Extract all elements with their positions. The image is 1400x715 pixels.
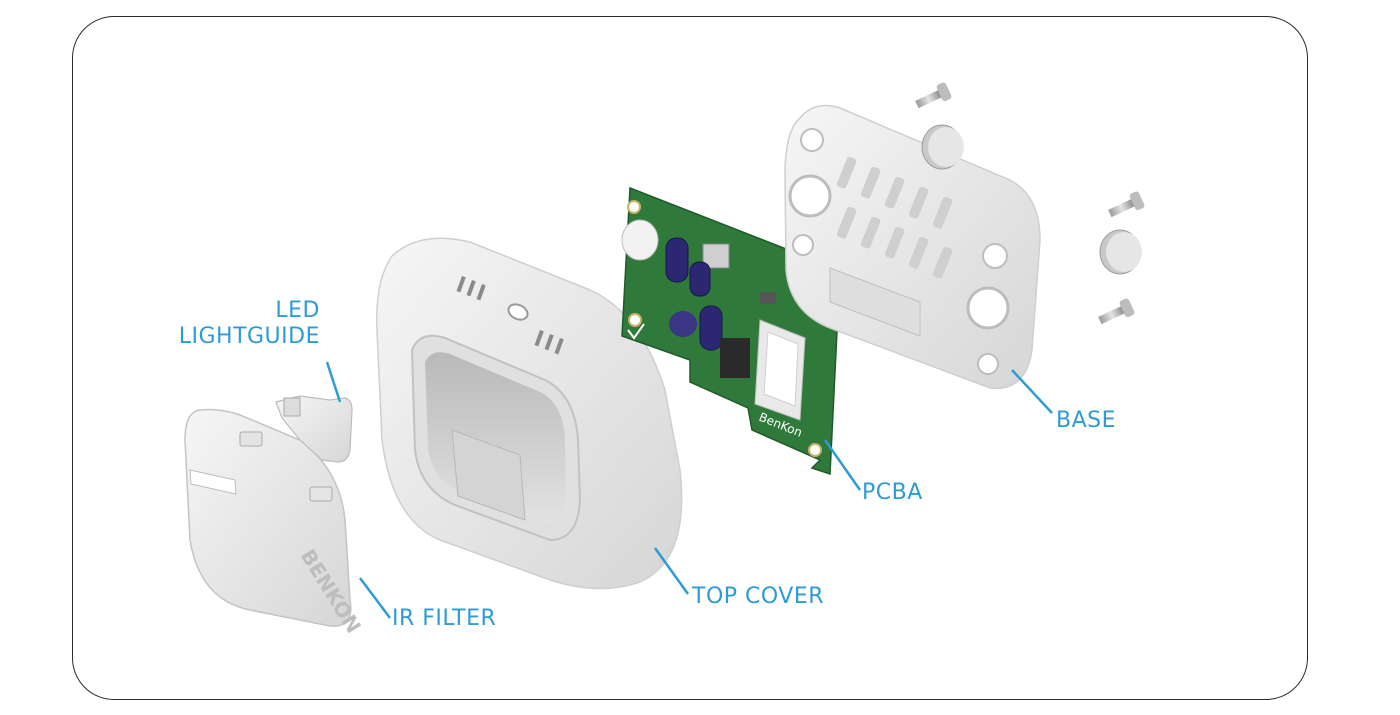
label-ir-filter: IR FILTER — [392, 606, 497, 631]
diagram-frame — [72, 16, 1308, 700]
label-base: BASE — [1056, 408, 1117, 433]
leader-top-cover — [653, 547, 690, 595]
leader-led-lightguide — [325, 361, 342, 403]
label-led-line1: LED — [275, 298, 320, 323]
led-lightguide-part — [275, 395, 353, 463]
screw-top — [915, 82, 952, 109]
magnet-top — [921, 124, 964, 170]
base-part — [784, 104, 1041, 390]
screw-bottom — [1098, 298, 1135, 325]
leader-pcba — [823, 439, 862, 491]
screw-middle — [1108, 191, 1145, 218]
leader-lines — [325, 361, 1053, 619]
label-pcba: PCBA — [862, 480, 923, 505]
leader-base — [1011, 369, 1053, 414]
magnet-right — [1099, 229, 1142, 275]
top-cover-part — [376, 237, 683, 590]
label-led-lightguide: LED LIGHTGUIDE — [179, 298, 320, 351]
label-led-line2: LIGHTGUIDE — [178, 324, 320, 350]
leader-ir-filter — [359, 577, 391, 619]
label-top-cover: TOP COVER — [692, 584, 825, 609]
ir-filter-part: BENKON — [184, 408, 366, 637]
